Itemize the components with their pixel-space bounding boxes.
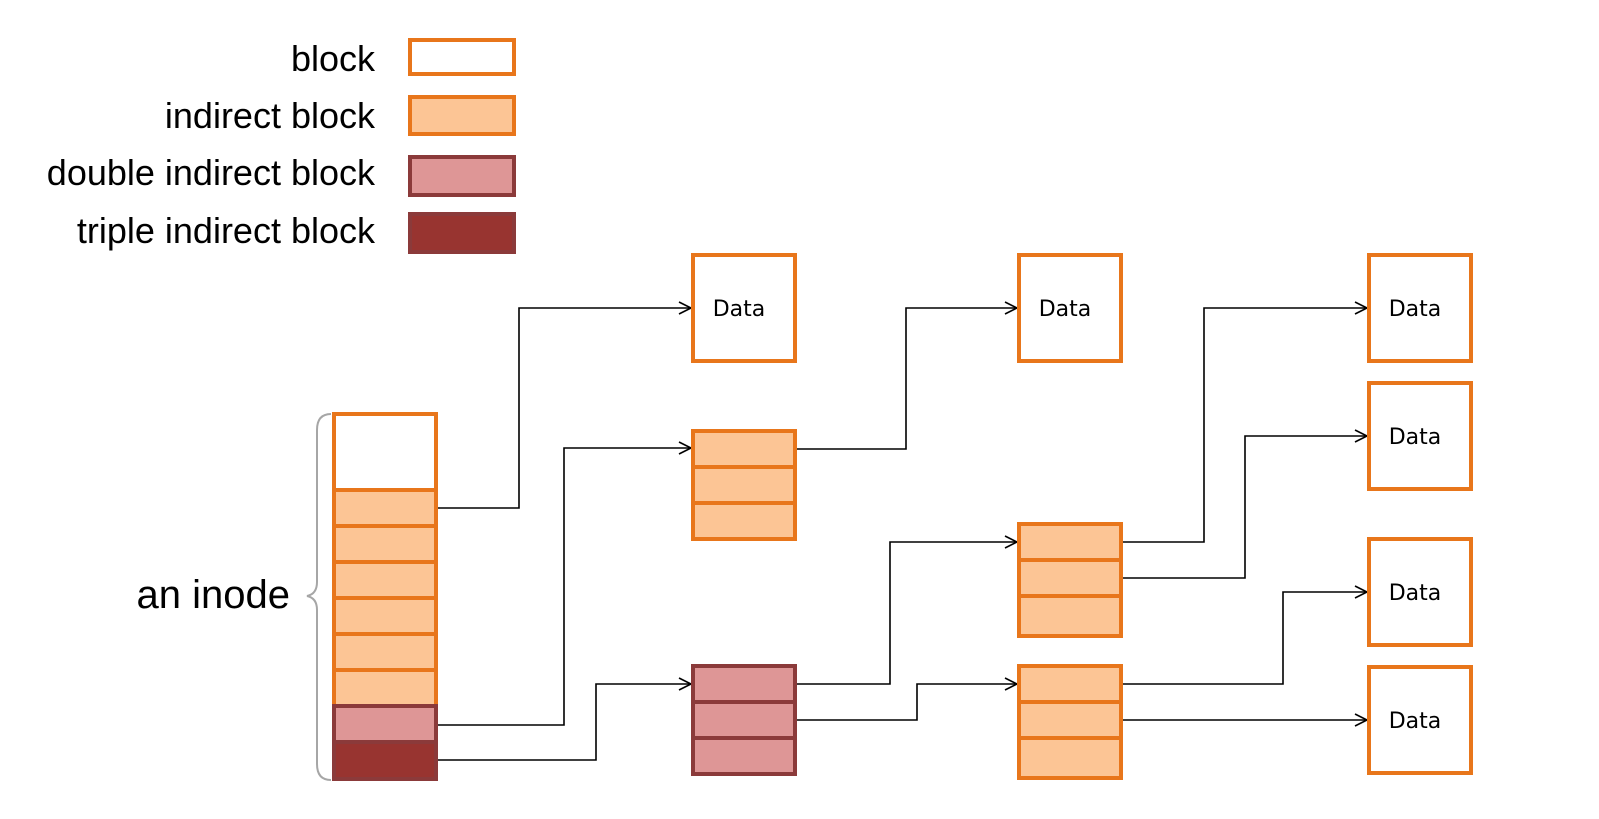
arrow-inode-triple-to-double [436,677,693,761]
arrow-double-to-indirect-lower [795,677,1019,721]
double-indirect-entry [691,736,797,776]
inode-brace [306,413,332,781]
indirect-block-upper [1017,522,1123,638]
data-block: Data [1367,665,1473,775]
inode-direct-pointer [332,488,438,528]
inode-direct-pointer [332,560,438,600]
indirect-block-entry [1017,594,1123,638]
data-label: Data [1389,425,1442,450]
arrow-indirect-to-data [795,301,1019,450]
data-label: Data [1039,297,1092,322]
inode-label: an inode [137,573,290,617]
arrow-indirect-upper-to-data-1 [1121,301,1369,543]
pointer-arrows [436,301,1369,761]
inode-direct-pointer [332,668,438,708]
indirect-block-entry [1017,664,1123,704]
inode-double-indirect-pointer [332,704,438,744]
data-block: Data [691,253,797,363]
legend: block indirect block double indirect blo… [47,38,516,254]
data-label: Data [1389,709,1442,734]
legend-swatch-indirect-block [408,95,516,136]
arrow-indirect-lower-to-data-3 [1121,585,1369,685]
data-label: Data [1389,581,1442,606]
indirect-block-entry [1017,700,1123,740]
inode-column [332,412,438,781]
double-indirect-entry [691,700,797,740]
legend-item-double-indirect-block: double indirect block [47,152,516,197]
legend-swatch-block [408,38,516,76]
legend-item-triple-indirect-block: triple indirect block [77,210,516,254]
indirect-block-lower [1017,664,1123,780]
data-block: Data [1367,537,1473,647]
data-label: Data [713,297,766,322]
inode-direct-pointer [332,524,438,564]
legend-item-block: block [291,38,516,79]
arrow-indirect-upper-to-data-2 [1121,429,1369,579]
legend-label-double-indirect-block: double indirect block [47,152,376,193]
indirect-block-entry [1017,522,1123,562]
legend-swatch-triple-indirect-block [408,212,516,254]
indirect-block-entry [691,429,797,469]
data-label: Data [1389,297,1442,322]
double-indirect-entry [691,664,797,704]
inode-direct-pointer [332,596,438,636]
double-indirect-block [691,664,797,776]
data-block: Data [1367,253,1473,363]
inode-triple-indirect-pointer [332,740,438,781]
legend-label-triple-indirect-block: triple indirect block [77,210,376,251]
data-block: Data [1017,253,1123,363]
indirect-block [691,429,797,541]
indirect-block-entry [691,501,797,541]
inode-direct-pointer [332,632,438,672]
indirect-block-entry [1017,736,1123,780]
legend-item-indirect-block: indirect block [165,95,516,136]
indirect-block-entry [691,465,797,505]
inode-header-block [332,412,438,492]
legend-label-block: block [291,38,376,79]
arrow-double-to-indirect-upper [795,535,1019,685]
legend-label-indirect-block: indirect block [165,95,376,136]
arrow-inode-direct-to-data [436,301,693,509]
data-block: Data [1367,381,1473,491]
indirect-block-entry [1017,558,1123,598]
arrow-inode-double-to-indirect [436,441,693,726]
legend-swatch-double-indirect-block [408,155,516,197]
